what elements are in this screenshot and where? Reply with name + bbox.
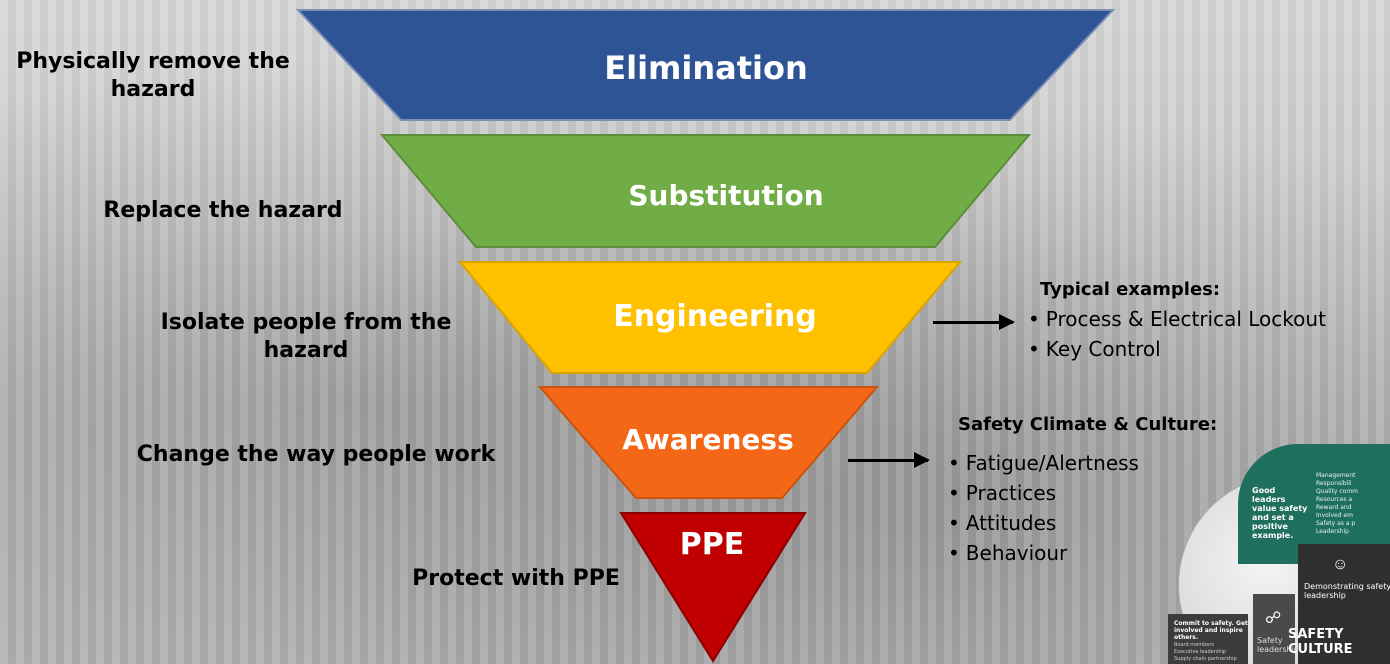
awareness-examples-heading: Safety Climate & Culture: (958, 414, 1218, 435)
safety-culture-badge: SAFETY CULTURE (1288, 627, 1353, 657)
green-panel-list: Management Responsibili Quality comm Res… (1316, 472, 1359, 535)
label-protect-ppe: Protect with PPE (412, 566, 620, 591)
commit-panel-sub: Board members Executive leadership Suppl… (1174, 642, 1237, 662)
people-icon: ☺ (1332, 556, 1349, 573)
green-panel-text: Good leaders value safety and set a posi… (1252, 486, 1308, 540)
list-item: •Practices (948, 481, 1057, 505)
engineering-examples-list: •Process & Electrical Lockout •Key Contr… (1028, 304, 1326, 364)
arrow-awareness-culture (848, 452, 930, 468)
commit-panel: Commit to safety. Get involved and inspi… (1168, 614, 1248, 664)
list-item: •Key Control (1028, 337, 1161, 361)
list-item: •Process & Electrical Lockout (1028, 307, 1326, 331)
level-elimination (295, 9, 1116, 121)
org-chart-icon: ☍ (1265, 610, 1282, 627)
list-item: •Attitudes (948, 511, 1057, 535)
engineering-examples-heading: Typical examples: (1040, 279, 1221, 300)
label-isolate-people: Isolate people from the hazard (160, 310, 452, 363)
level-ppe (619, 512, 807, 663)
level-substitution-label: Substitution (628, 179, 823, 212)
level-awareness-label: Awareness (622, 423, 794, 456)
awareness-examples-list: •Fatigue/Alertness •Practices •Attitudes… (948, 448, 1139, 568)
label-replace-hazard: Replace the hazard (103, 198, 343, 223)
list-item: •Behaviour (948, 541, 1068, 565)
safety-culture-graphic: Good leaders value safety and set a posi… (1158, 444, 1390, 664)
level-substitution (379, 134, 1032, 248)
label-physically-remove: Physically remove the hazard (16, 49, 290, 102)
level-ppe-label: PPE (680, 527, 744, 562)
level-awareness (537, 386, 880, 499)
safety-leadership-text: Safety leadership (1257, 636, 1299, 654)
level-engineering (457, 261, 963, 374)
level-engineering-label: Engineering (613, 299, 817, 334)
list-item: •Fatigue/Alertness (948, 451, 1139, 475)
level-elimination-label: Elimination (604, 49, 808, 87)
demonstrating-panel: ☺ Demonstrating safety leadership (1298, 544, 1390, 664)
commit-panel-text: Commit to safety. Get involved and inspi… (1174, 620, 1248, 641)
demonstrating-text: Demonstrating safety leadership (1304, 582, 1390, 600)
label-change-way: Change the way people work (136, 442, 496, 467)
arrow-engineering-examples (933, 314, 1015, 330)
safety-leadership-panel: ☍ Safety leadership (1253, 594, 1299, 664)
